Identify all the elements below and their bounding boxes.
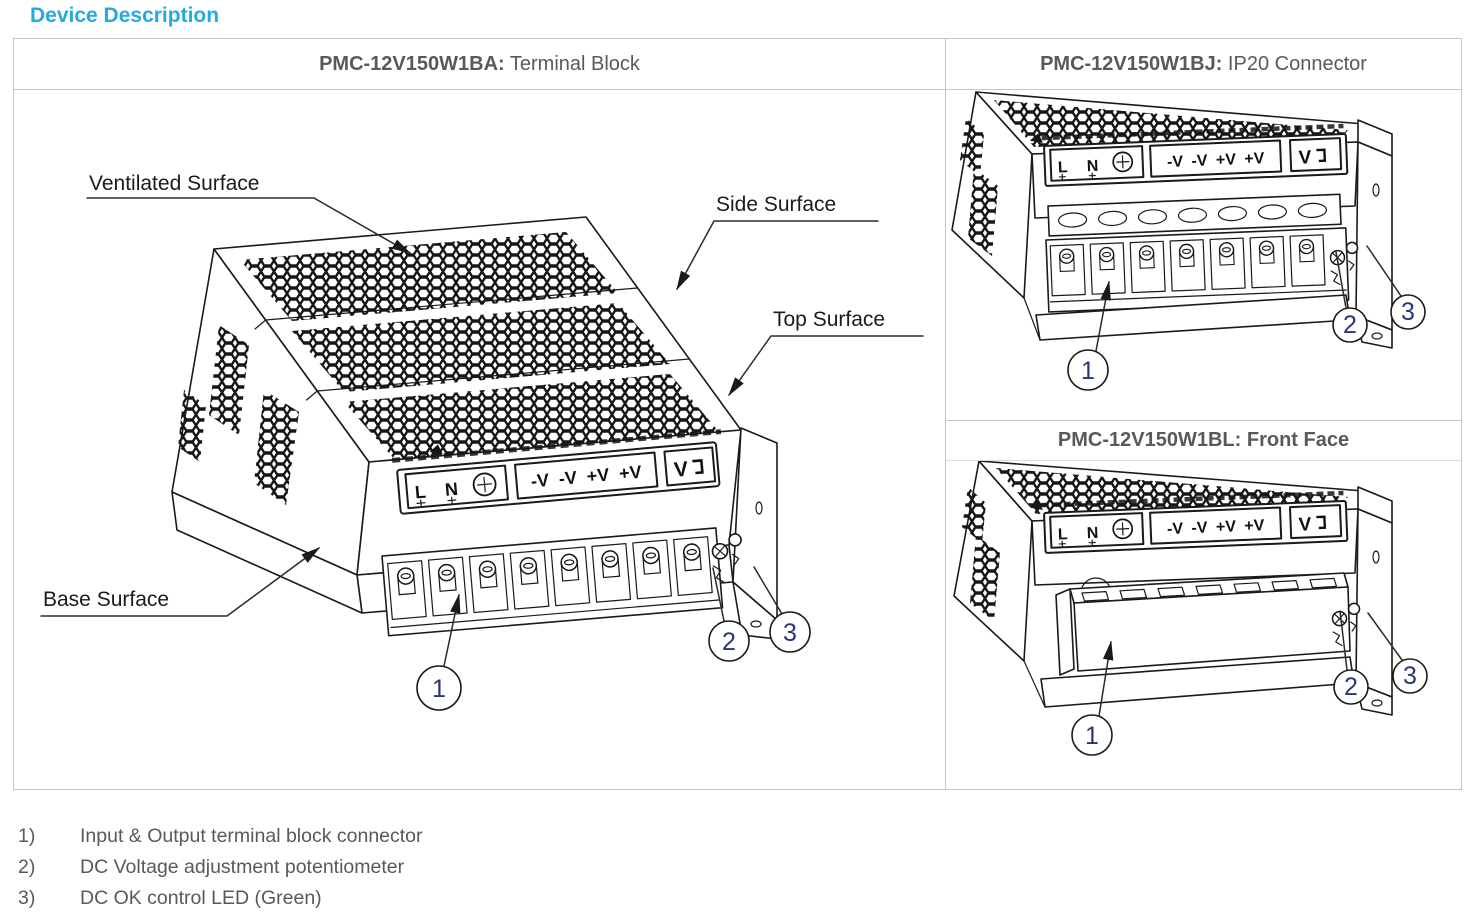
terminal-label-line: L: [414, 482, 427, 503]
callout-1-circle: [1071, 714, 1113, 756]
legend-item-1: 1) Input & Output terminal block connecto…: [18, 821, 423, 852]
callout-3-circle: [1390, 294, 1426, 330]
pot-led-cluster: [711, 533, 742, 583]
legend-text-1: Input & Output terminal block connector: [80, 825, 423, 847]
legend-text-3: DC OK control LED (Green): [80, 887, 322, 909]
voltage-adjust-symbol: [1316, 148, 1327, 163]
terminal-label-vadj: V: [1298, 147, 1312, 169]
label-ventilated-surface: Ventilated Surface: [89, 172, 259, 195]
callout-3-circle: [1392, 658, 1428, 694]
device-description-figure: PMC-12V150W1BA: Terminal Block PMC-12V15…: [13, 38, 1462, 790]
voltage-adjust-symbol: [692, 459, 704, 475]
callout-2-circle: [708, 620, 750, 662]
pot-led-cluster: [1331, 602, 1361, 647]
callout-3-circle: [769, 611, 811, 653]
side-vent-patch: [960, 118, 984, 176]
side-vent-patch: [178, 390, 206, 462]
label-base-surface: Base Surface: [43, 588, 169, 611]
header-rule: [14, 89, 1461, 90]
side-vent-patch: [962, 487, 986, 543]
callout-1: 1: [432, 675, 446, 703]
legend-num-1: 1): [18, 825, 36, 847]
legend-item-3: 3) DC OK control LED (Green): [18, 883, 423, 914]
callout-2: 2: [1344, 673, 1358, 701]
earth-ground-icon: [1112, 151, 1134, 173]
callout-1: 1: [1085, 722, 1099, 750]
base-skirt-left: [171, 491, 363, 614]
side-vent-patch: [254, 390, 299, 505]
terminal-label-dc: -V -V +V +V: [1167, 517, 1265, 538]
terminal-label-vadj: V: [673, 458, 689, 482]
callout-3: 3: [1401, 298, 1415, 326]
mounting-flange: [1355, 141, 1393, 331]
callout-2-circle: [1333, 669, 1369, 705]
callout-1-circle: [416, 665, 462, 711]
callout-3: 3: [783, 619, 797, 647]
model-name-ba: PMC-12V150W1BA:: [319, 53, 505, 75]
terminal-label-dc: -V -V +V +V: [1167, 150, 1265, 171]
right-column-divider: [946, 420, 1461, 421]
legend-num-3: 3): [18, 887, 36, 909]
top-vent-band: [240, 232, 618, 321]
side-vent-patch: [968, 168, 998, 256]
terminal-label-line: L: [1058, 526, 1069, 543]
ip20-connector-diagram: L N -V -V +V +V V: [951, 91, 1426, 391]
terminal-label-line: L: [1058, 159, 1069, 176]
model-name-bj: PMC-12V150W1BJ:: [1040, 53, 1223, 75]
terminal-label-neutral: N: [1087, 525, 1099, 542]
front-cover-bar: [1055, 572, 1351, 676]
callout-2: 2: [722, 628, 736, 656]
terminal-block-row: [1045, 227, 1350, 313]
terminal-label-strip: L N -V -V +V +V V: [1029, 123, 1349, 187]
page-title: Device Description: [30, 4, 220, 27]
label-side-surface: Side Surface: [716, 193, 836, 216]
callout-3: 3: [1403, 662, 1417, 690]
earth-ground-icon: [472, 472, 497, 497]
legend-item-2: 2) DC Voltage adjustment potentiometer: [18, 852, 423, 883]
top-vent-band: [292, 303, 670, 392]
legend: 1) Input & Output terminal block connecto…: [18, 821, 423, 914]
terminal-label-strip: L N -V -V +V +V V: [391, 429, 722, 515]
terminal-label-neutral: N: [1087, 158, 1099, 175]
callout-2-circle: [1332, 307, 1368, 343]
terminal-label-strip: L N -V -V +V +V V: [1029, 490, 1349, 554]
variant-bl: Front Face: [1241, 429, 1350, 451]
top-vent-band: [994, 100, 1348, 147]
label-top-surface: Top Surface: [773, 308, 885, 331]
model-name-bl: PMC-12V150W1BL:: [1057, 429, 1242, 451]
side-vent-patch: [209, 325, 249, 435]
variant-bj: IP20 Connector: [1222, 53, 1367, 75]
callout-1: 1: [1081, 357, 1095, 385]
terminal-label-vadj: V: [1298, 514, 1312, 536]
column-divider: [945, 39, 946, 789]
panel-header-front-face: PMC-12V150W1BL: Front Face: [946, 421, 1461, 461]
mounting-flange: [1355, 508, 1393, 698]
voltage-adjust-symbol: [1316, 515, 1327, 530]
top-vent-band: [996, 468, 1348, 514]
front-face-diagram: L N -V -V +V +V V: [953, 461, 1428, 756]
earth-ground-icon: [1112, 518, 1134, 540]
terminal-block-diagram: L N -V -V +V +V V: [40, 172, 924, 711]
variant-ba: Terminal Block: [504, 53, 640, 75]
legend-text-2: DC Voltage adjustment potentiometer: [80, 856, 405, 878]
callout-1-circle: [1067, 349, 1109, 391]
callout-2: 2: [1343, 311, 1357, 339]
ip20-cover-bar: [1047, 193, 1342, 237]
terminal-block-row: [381, 527, 724, 637]
terminal-label-neutral: N: [444, 479, 459, 500]
panel-header-ip20: PMC-12V150W1BJ: IP20 Connector: [946, 39, 1461, 89]
side-vent-patch: [970, 535, 1000, 621]
panel-header-terminal-block: PMC-12V150W1BA: Terminal Block: [14, 39, 945, 89]
legend-num-2: 2): [18, 856, 36, 878]
